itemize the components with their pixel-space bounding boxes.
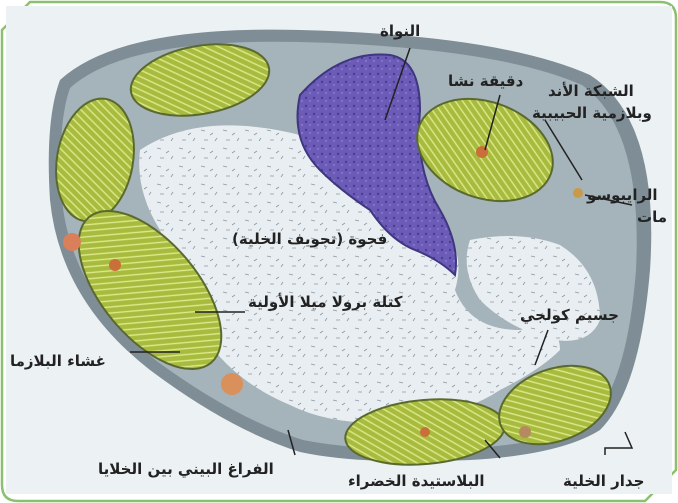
- label-intercellular-space: الفراغ البيني بين الخلايا: [98, 460, 274, 478]
- label-golgi-body: جسيم كولجي: [520, 306, 619, 324]
- orange-body-left: [63, 233, 81, 251]
- label-nucleus: النواة: [380, 22, 420, 40]
- label-rough-er-line2: وبلازمية الحبيبية: [532, 104, 652, 122]
- orange-body-lower: [221, 373, 243, 395]
- label-ribosomes-line1: الرايبوسو: [587, 186, 658, 204]
- ribosome-cluster: [573, 188, 583, 198]
- starch-grain-bottom: [420, 427, 430, 437]
- label-cell-wall: جدار الخلية: [563, 472, 644, 490]
- label-vacuole: فجوة (تجويف الخلية): [232, 230, 387, 248]
- starch-grain-left: [109, 259, 121, 271]
- label-chloroplast: البلاستيدة الخضراء: [348, 472, 485, 490]
- label-rough-er-line1: الشبكة الأند: [548, 82, 634, 100]
- label-starch-grain: دقيقة نشا: [448, 72, 523, 90]
- label-prolamellar-body: كتلة برولا ميلا الأولية: [248, 293, 402, 311]
- label-plasma-membrane: غشاء البلازما: [10, 352, 106, 370]
- label-ribosomes-line2: مات: [637, 208, 667, 226]
- golgi-dot: [519, 426, 531, 438]
